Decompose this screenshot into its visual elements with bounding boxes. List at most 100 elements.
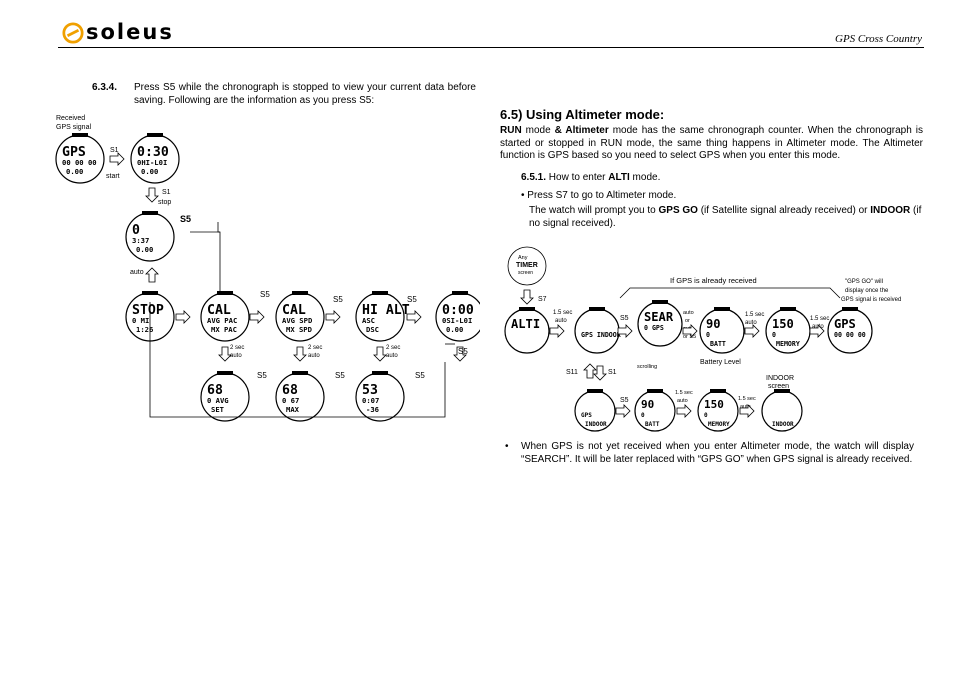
- auto-label: auto: [130, 269, 144, 276]
- one5-c-1: 1.5 sec: [810, 316, 829, 322]
- watch-line-1: 68: [207, 383, 223, 398]
- watch-gps-indoor: GPS INDOOR: [574, 307, 621, 354]
- watch-line-2: 0: [772, 331, 776, 339]
- watch-line-2: GPS: [581, 412, 592, 419]
- watch-line-2: 00 00 00: [834, 331, 866, 339]
- watch-line-3: DSC: [366, 325, 379, 334]
- arrow-down-icon: [593, 365, 607, 381]
- arrow-down-icon: [145, 187, 159, 203]
- watch-line-3: MX SPD: [286, 325, 312, 334]
- received-gps-label-2: GPS signal: [56, 124, 91, 131]
- watch-line-1: CAL: [282, 303, 306, 318]
- s5-label: S5: [407, 295, 417, 304]
- or-s5-label: or S5: [683, 334, 696, 340]
- watch-line-1: HI ALT: [362, 303, 410, 318]
- gps-go-note-2: display once the: [845, 288, 889, 294]
- gps-go-term: GPS GO: [658, 205, 698, 216]
- arrow-up-icon: [145, 267, 159, 283]
- header-rule: [58, 47, 924, 48]
- subsection-number: 6.5.1.: [521, 172, 547, 183]
- watch-line-2: 0: [641, 412, 645, 419]
- bullet-dot: •: [505, 441, 509, 452]
- arrow-down-icon: [373, 346, 387, 362]
- auto-small-label: auto: [386, 353, 398, 359]
- one5-auto-label-1: 1.5 sec: [553, 310, 572, 316]
- section-number: 6.3.4.: [92, 82, 118, 93]
- altimeter-entry-diagram: Any TIMER screen S7 If GPS is already re…: [504, 246, 901, 432]
- watch-line-1: SEAR: [644, 310, 674, 324]
- chronograph-flow-diagram: Received GPS signal S1 start S1 stop aut…: [55, 115, 480, 422]
- watch-line-1: 150: [772, 317, 794, 331]
- arrow-right-icon: [406, 310, 422, 324]
- watch-line-1: 90: [641, 398, 654, 411]
- arrow-down-icon: [293, 346, 307, 362]
- watch-line-2: AVG PAC: [207, 316, 237, 325]
- watch-line-2: 00 00 00: [62, 158, 97, 167]
- watch-line-2: 0 67: [282, 396, 299, 405]
- watch-line-1: 90: [706, 317, 721, 331]
- watch-line-3: 0.00: [141, 167, 158, 176]
- auto-small-label: auto: [308, 353, 320, 359]
- s5-label: S5: [333, 295, 343, 304]
- watch-line-1: GPS: [834, 317, 856, 331]
- s5-label: S5: [335, 371, 345, 380]
- one5-b-2: auto: [745, 320, 757, 326]
- watch-line-1: GPS: [62, 145, 86, 160]
- altimeter-heading: 6.5) Using Altimeter mode:: [500, 107, 665, 122]
- prompt-a: The watch will prompt you to: [529, 205, 659, 216]
- s1-label: S1: [110, 147, 119, 154]
- watch-line-1: 0: [132, 223, 140, 238]
- arrow-down-icon: [453, 346, 467, 362]
- soleus-logo: [62, 22, 84, 44]
- watch-line-2: 3:37: [132, 236, 149, 245]
- two-sec-label: 2 sec: [386, 345, 400, 351]
- watch-line-3: 1:26: [136, 325, 153, 334]
- two-sec-label: 2 sec: [230, 345, 244, 351]
- any-timer-bubble: [507, 246, 547, 286]
- gps-received-connector: [619, 287, 841, 299]
- s11-label: S11: [566, 369, 578, 376]
- start-label: start: [106, 173, 120, 180]
- watch-face: 530:07-36: [355, 371, 405, 422]
- s5-top-label: S5: [180, 214, 191, 224]
- arrow-down-icon: [218, 346, 232, 362]
- battery-level-label: Battery Level: [700, 359, 741, 366]
- one5-e-1: 1.5 sec: [738, 396, 756, 402]
- s7-label: S7: [538, 296, 547, 303]
- s5-label: S5: [415, 371, 425, 380]
- prompt-c: (if Satellite signal already received) o…: [697, 205, 871, 216]
- s1-right-label: S1: [608, 369, 617, 376]
- arrow-right-icon: [549, 324, 565, 338]
- arrow-right-icon: [809, 324, 825, 338]
- watch-indoor: INDOOR: [761, 389, 803, 432]
- watch-line-2: GPS INDOOR: [581, 331, 621, 339]
- watch-line-3: SET: [211, 405, 225, 414]
- watch-line-3: 0.00: [446, 325, 463, 334]
- one5-d-1: 1.5 sec: [675, 390, 693, 396]
- watch-line-3: MEMORY: [708, 421, 730, 428]
- subsection-tail: mode.: [629, 172, 661, 183]
- indoor-screen-label-1: INDOOR: [766, 375, 794, 382]
- watch-line-1: 68: [282, 383, 298, 398]
- watch-line-2: 0HI-L0I: [137, 158, 167, 167]
- or-label: or: [685, 318, 690, 324]
- auto-small-label: auto: [230, 353, 242, 359]
- watch-line-3: MAX: [286, 405, 300, 414]
- prompt-text: The watch will prompt you to GPS GO (if …: [529, 205, 923, 230]
- received-gps-label-1: Received: [56, 115, 85, 122]
- run-term: RUN: [500, 125, 522, 136]
- watch-line-2: 0SI-L0I: [442, 316, 472, 325]
- watch-line-2: 0: [706, 331, 710, 339]
- arrow-right-icon: [325, 310, 341, 324]
- gps-go-note-3: GPS signal is received: [841, 297, 901, 303]
- s5-label: S5: [257, 371, 267, 380]
- one5-d-2: auto: [677, 398, 688, 404]
- watch-line-2: 0 GPS: [644, 324, 664, 332]
- watch-face: 03:370.00: [125, 211, 175, 262]
